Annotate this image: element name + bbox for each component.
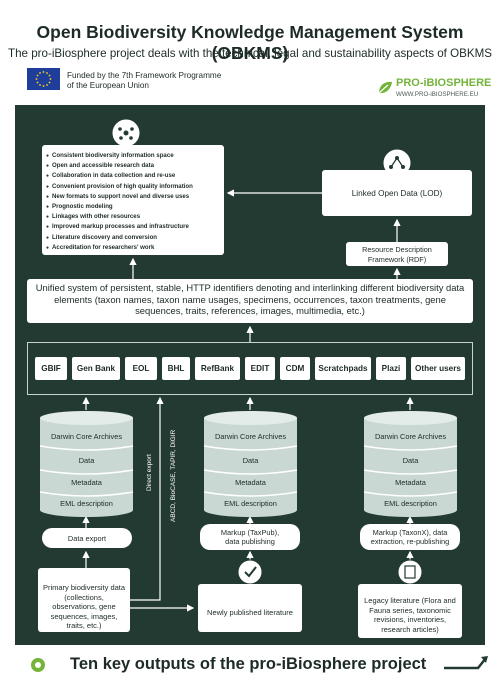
benefit-item: Open and accessible research data: [46, 161, 220, 171]
rdf-box: Resource Description Framework (RDF): [346, 242, 448, 266]
funding-line-2: of the European Union: [67, 81, 149, 90]
cylinder-2-label-dwca: Darwin Core Archives: [214, 432, 287, 441]
benefit-item: Improved markup processes and infrastruc…: [46, 222, 220, 232]
cylinder-2-label-data: Data: [242, 456, 259, 465]
cylinder-1-label-metadata: Metadata: [71, 478, 102, 487]
lod-label: Linked Open Data (LOD): [351, 188, 443, 198]
document-icon: [397, 559, 423, 585]
published-literature-label: Newly published literature: [207, 608, 293, 618]
cylinders: [39, 411, 458, 517]
data-nodes-band: [27, 342, 473, 395]
funding-note: Funded by the 7th Framework Programme of…: [67, 71, 221, 91]
cylinder-1-label-data: Data: [78, 456, 95, 465]
taxpub-markup-box: Markup (TaxPub), data publishing: [200, 524, 300, 550]
benefit-item: Accreditation for researchers' work: [46, 243, 220, 253]
benefit-item: New formats to support novel and diverse…: [46, 192, 220, 202]
taxonx-markup-box: Markup (TaxonX), data extraction, re-pub…: [360, 524, 460, 550]
benefit-item: Collaboration in data collection and re-…: [46, 171, 220, 181]
rdf-line-2: Framework (RDF): [367, 254, 427, 264]
node-bhl: BHL: [162, 357, 190, 380]
benefit-item: Linkages with other resources: [46, 212, 220, 222]
node-scratchpads: Scratchpads: [315, 357, 371, 380]
benefit-item: Literature discovery and conversion: [46, 233, 220, 243]
taxonx-line-1: Markup (TaxonX), data: [372, 528, 448, 537]
node-edit: EDIT: [245, 357, 275, 380]
lod-box: Linked Open Data (LOD): [322, 170, 472, 216]
page-subtitle: The pro-iBiosphere project deals with th…: [8, 47, 492, 60]
unified-identifiers-box: Unified system of persistent, stable, HT…: [27, 279, 473, 323]
benefit-item: Convenient provision of high quality inf…: [46, 182, 220, 192]
node-refbank: RefBank: [195, 357, 240, 380]
cylinder-2-label-metadata: Metadata: [235, 478, 266, 487]
protocols-label: ABCD, BioCASE, TAPIR, DiGIR: [170, 429, 177, 522]
cylinder-3-label-dwca: Darwin Core Archives: [374, 432, 447, 441]
benefit-item: Prognostic modeling: [46, 202, 220, 212]
legacy-literature-label: Legacy literature (Flora and Fauna serie…: [364, 596, 456, 634]
benefits-box: Consistent biodiversity information spac…: [42, 145, 224, 255]
logo-url: WWW.PRO-iBIOSPHERE.EU: [396, 91, 479, 98]
funding-line-1: Funded by the 7th Framework Programme: [67, 71, 222, 80]
node-plazi: Plazi: [376, 357, 406, 380]
page-title: Open Biodiversity Knowledge Management S…: [36, 22, 464, 63]
cylinder-1-label-eml: EML description: [60, 499, 113, 508]
node-cdm: CDM: [280, 357, 310, 380]
taxpub-line-2: data publishing: [225, 537, 275, 546]
direct-export-label: Direct export: [146, 454, 153, 491]
footer-arrow-icon: [444, 656, 488, 670]
primary-data-label: Primary biodiversity data (collections, …: [42, 583, 126, 631]
cylinder-3-label-metadata: Metadata: [395, 478, 426, 487]
eu-flag-icon: [27, 68, 60, 90]
leaf-logo-icon: [378, 81, 392, 94]
published-literature-box: Newly published literature: [198, 584, 302, 632]
benefit-item: Consistent biodiversity information spac…: [46, 151, 220, 161]
taxpub-line-1: Markup (TaxPub),: [220, 528, 280, 537]
taxonx-line-2: extraction, re-publishing: [370, 537, 450, 546]
node-genbank: Gen Bank: [72, 357, 120, 380]
logo-name: PRO-iBIOSPHERE: [396, 77, 492, 89]
legacy-literature-box: Legacy literature (Flora and Fauna serie…: [358, 584, 462, 638]
primary-data-box: Primary biodiversity data (collections, …: [38, 568, 130, 632]
check-icon: [237, 559, 263, 585]
cylinder-3-label-data: Data: [402, 456, 419, 465]
unified-text: Unified system of persistent, stable, HT…: [35, 282, 465, 316]
node-eol: EOL: [125, 357, 157, 380]
data-export-box: Data export: [42, 528, 132, 548]
footer-title: Ten key outputs of the pro-iBiosphere pr…: [70, 655, 427, 673]
cylinder-3-label-eml: EML description: [384, 499, 437, 508]
data-export-label: Data export: [67, 533, 107, 543]
rdf-line-1: Resource Description: [362, 245, 432, 254]
node-other-users: Other users: [411, 357, 465, 380]
pro-ibiosphere-logo: PRO-iBIOSPHERE WWW.PRO-iBIOSPHERE.EU: [376, 77, 491, 103]
node-gbif: GBIF: [35, 357, 67, 380]
cylinder-1-label-dwca: Darwin Core Archives: [50, 432, 123, 441]
benefits-list: Consistent biodiversity information spac…: [46, 151, 220, 253]
cylinder-2-label-eml: EML description: [224, 499, 277, 508]
